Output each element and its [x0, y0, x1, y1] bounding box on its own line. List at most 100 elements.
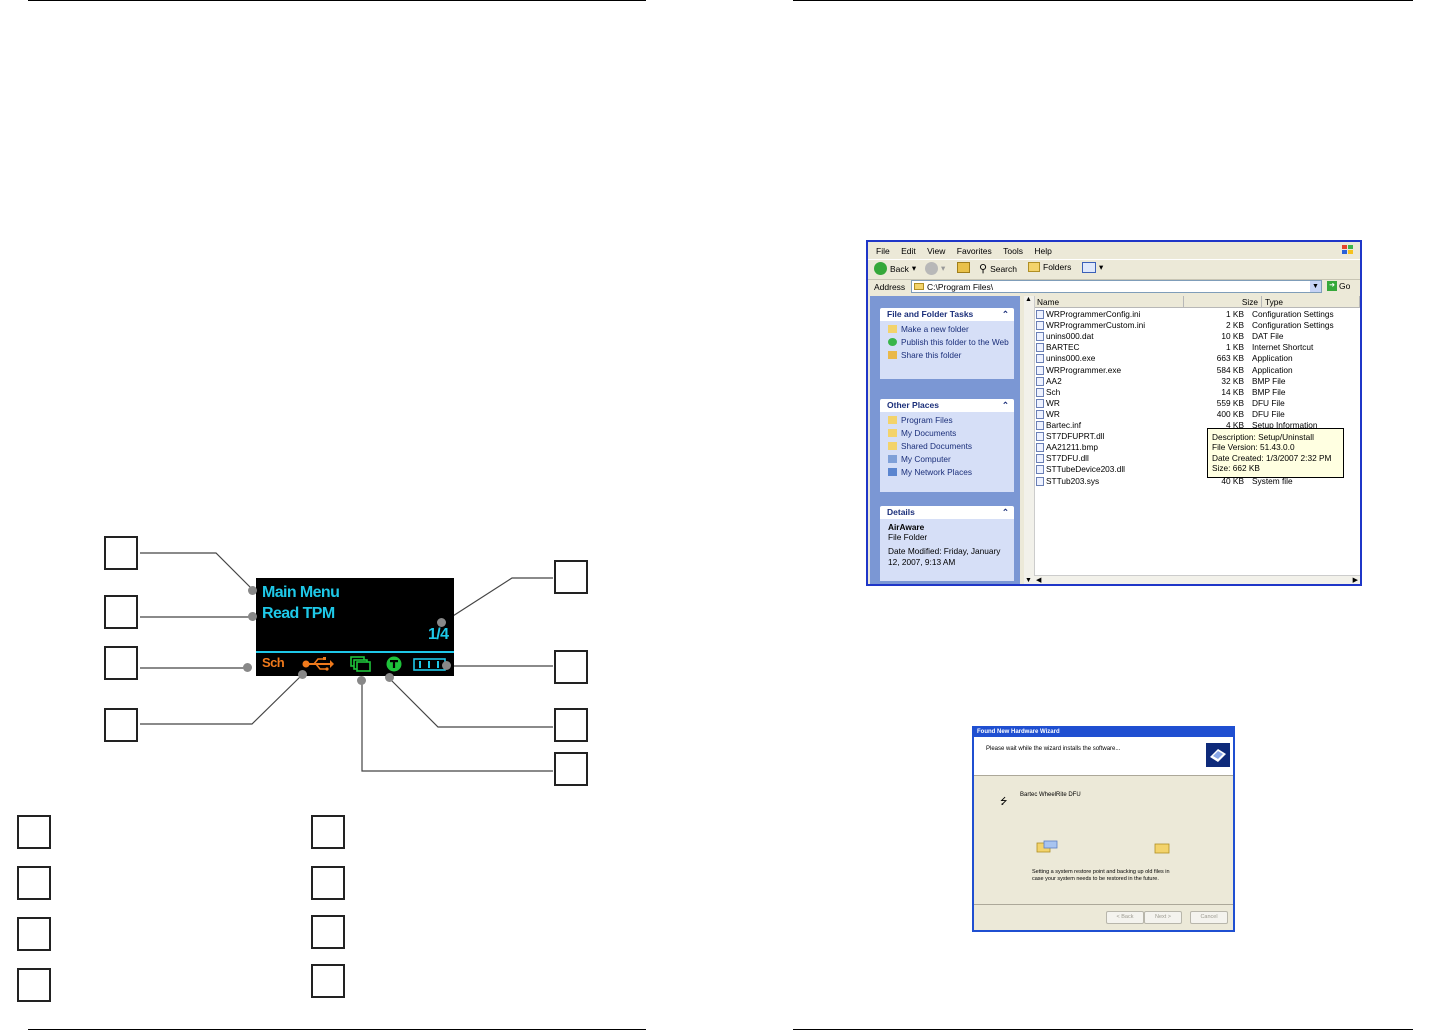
- address-value: C:\Program Files\: [927, 282, 994, 292]
- file-icon: [1036, 332, 1044, 342]
- file-size: 32 KB: [1221, 375, 1244, 386]
- details-title: Details: [887, 507, 915, 517]
- other-places-header[interactable]: Other Places ⌃: [880, 399, 1014, 412]
- views-button[interactable]: ▾: [1082, 262, 1103, 273]
- wizard-device-name: Bartec WheelRite DFU: [1020, 792, 1081, 798]
- file-type: DFU File: [1252, 397, 1285, 408]
- legend-box-8: [311, 964, 345, 998]
- scroll-left-icon[interactable]: ◀: [1036, 577, 1042, 584]
- horizontal-scrollbar[interactable]: ◀ ▶: [1034, 575, 1360, 584]
- place-program-files[interactable]: Program Files: [888, 415, 1014, 425]
- menu-favorites[interactable]: Favorites: [956, 246, 992, 256]
- back-arrow-icon: [874, 262, 887, 275]
- column-type[interactable]: Type: [1262, 296, 1360, 308]
- file-type: Configuration Settings: [1252, 309, 1334, 319]
- menu-view[interactable]: View: [927, 246, 946, 256]
- other-places-body: Program Files My Documents Shared Docume…: [880, 412, 1014, 492]
- details-header[interactable]: Details ⌃: [880, 506, 1014, 519]
- file-icon: [1036, 443, 1044, 453]
- vertical-scrollbar[interactable]: ▲ ▼: [1024, 296, 1035, 584]
- menu-file[interactable]: File: [876, 246, 890, 256]
- file-type: Internet Shortcut: [1252, 342, 1314, 353]
- go-button[interactable]: ➜ Go: [1327, 281, 1350, 291]
- callout-dot-3: [243, 663, 252, 672]
- task-share-folder-label: Share this folder: [901, 350, 962, 360]
- file-name: BARTEC: [1046, 342, 1080, 353]
- back-button[interactable]: Back ▾: [874, 262, 916, 275]
- lcd-line-1: Main Menu: [262, 584, 340, 601]
- wizard-cancel-button[interactable]: Cancel: [1190, 911, 1228, 924]
- callout-dot-5: [437, 618, 446, 627]
- file-folder-tasks-header[interactable]: File and Folder Tasks ⌃: [880, 308, 1014, 321]
- file-type: BMP File: [1252, 386, 1286, 397]
- address-bar: Address C:\Program Files\ ▼ ➜ Go: [868, 279, 1360, 295]
- search-button[interactable]: ⚲ Search: [979, 262, 1017, 275]
- windows-stack-icon: [350, 656, 371, 672]
- task-publish-web[interactable]: Publish this folder to the Web: [888, 337, 1014, 347]
- address-dropdown-icon[interactable]: ▼: [1310, 281, 1321, 292]
- wizard-divider: [974, 904, 1233, 905]
- address-input[interactable]: C:\Program Files\ ▼: [911, 280, 1322, 293]
- file-size: 1 KB: [1226, 309, 1244, 319]
- place-my-documents[interactable]: My Documents: [888, 428, 1014, 438]
- file-icon: [1036, 465, 1044, 475]
- wizard-back-button[interactable]: < Back: [1106, 911, 1144, 924]
- forward-button[interactable]: ▾: [925, 262, 945, 275]
- wizard-next-button[interactable]: Next >: [1144, 911, 1182, 924]
- scroll-right-icon[interactable]: ▶: [1352, 577, 1358, 584]
- scroll-down-icon[interactable]: ▼: [1025, 577, 1032, 584]
- file-name: AA2: [1046, 375, 1062, 386]
- collapse-icon[interactable]: ⌃: [1001, 400, 1009, 410]
- back-label: Back: [890, 263, 909, 274]
- tooltip-line-2: File Version: 51.43.0.0: [1212, 442, 1295, 453]
- callout-box-8: [554, 752, 588, 786]
- up-folder-icon: [957, 262, 970, 273]
- place-network[interactable]: My Network Places: [888, 467, 1014, 477]
- menu-bar: File Edit View Favorites Tools Help: [868, 245, 1360, 257]
- wizard-hardware-icon: [1206, 743, 1230, 767]
- views-icon: [1082, 262, 1096, 273]
- task-share-folder[interactable]: Share this folder: [888, 350, 1014, 360]
- place-my-computer[interactable]: My Computer: [888, 454, 1014, 464]
- usb-device-icon: ⭍: [1000, 796, 1008, 806]
- collapse-icon[interactable]: ⌃: [1001, 309, 1009, 319]
- network-icon: [888, 468, 897, 476]
- views-dropdown-icon: ▾: [1099, 262, 1104, 272]
- column-size[interactable]: Size: [1184, 296, 1262, 308]
- lcd-display: Main Menu Read TPM 1/4 Sch: [256, 578, 454, 676]
- place-shared-documents[interactable]: Shared Documents: [888, 441, 1014, 451]
- scroll-up-icon[interactable]: ▲: [1025, 296, 1032, 303]
- menu-edit[interactable]: Edit: [901, 246, 916, 256]
- address-label: Address: [874, 282, 906, 292]
- callout-dot-2: [248, 612, 257, 621]
- task-make-folder[interactable]: Make a new folder: [888, 324, 1014, 334]
- callout-box-1: [104, 536, 138, 570]
- file-icon: [1036, 454, 1044, 464]
- menu-help[interactable]: Help: [1034, 246, 1052, 256]
- menu-tools[interactable]: Tools: [1003, 246, 1023, 256]
- callout-lines: [140, 552, 553, 772]
- file-type: BMP File: [1252, 375, 1286, 386]
- file-name: WR: [1046, 408, 1060, 419]
- folder-icon: [888, 416, 897, 424]
- folders-button[interactable]: Folders: [1028, 262, 1071, 272]
- place-my-computer-label: My Computer: [901, 454, 951, 464]
- lcd-status-text: Sch: [262, 655, 285, 670]
- up-folder-button[interactable]: [957, 262, 970, 273]
- file-size: 663 KB: [1216, 353, 1244, 364]
- file-row[interactable]: AA2 32 KB BMP File: [1036, 376, 1356, 387]
- collapse-icon[interactable]: ⌃: [1001, 507, 1009, 517]
- callout-dot-8: [357, 676, 366, 685]
- column-name[interactable]: Name: [1034, 296, 1184, 308]
